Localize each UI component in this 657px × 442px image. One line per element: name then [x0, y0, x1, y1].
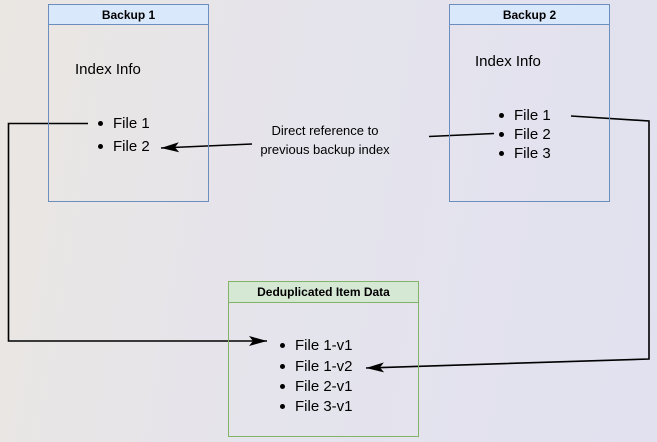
annotation-line-2: previous backup index: [260, 142, 390, 157]
bullet-icon: [280, 403, 285, 409]
backup2-file-1: File 1: [514, 106, 551, 124]
backup1-file-1: File 1: [113, 114, 150, 132]
backup1-box: Backup 1 Index Info File 1 File 2: [48, 4, 209, 202]
annotation-direct-reference: Direct reference to previous backup inde…: [240, 121, 410, 159]
dedup-title: Deduplicated Item Data: [229, 282, 418, 303]
bullet-icon: [499, 131, 504, 137]
dedup-file-3-v1: File 3-v1: [295, 397, 353, 415]
backup1-title: Backup 1: [49, 5, 208, 25]
list-item: File 2: [499, 124, 551, 144]
list-item: File 1: [499, 105, 551, 125]
backup2-file-3: File 3: [514, 144, 551, 162]
backup2-box: Backup 2 Index Info File 1 File 2 File 3: [449, 4, 610, 202]
backup2-title: Backup 2: [450, 5, 609, 25]
bullet-icon: [280, 363, 285, 369]
bullet-icon: [280, 342, 285, 348]
list-item: File 1-v1: [280, 335, 353, 355]
bullet-icon: [280, 383, 285, 389]
annotation-line-1: Direct reference to: [271, 123, 379, 138]
list-item: File 2-v1: [280, 376, 353, 396]
backup2-file-2: File 2: [514, 125, 551, 143]
dedup-file-1-v1: File 1-v1: [295, 336, 353, 354]
list-item: File 3-v1: [280, 396, 353, 416]
list-item: File 1: [98, 113, 150, 133]
list-item: File 3: [499, 143, 551, 163]
dedup-box: Deduplicated Item Data File 1-v1 File 1-…: [228, 281, 419, 437]
bullet-icon: [499, 150, 504, 156]
list-item: File 2: [98, 136, 150, 156]
dedup-file-2-v1: File 2-v1: [295, 377, 353, 395]
backup2-index-info-label: Index Info: [475, 53, 541, 70]
dedup-file-1-v2: File 1-v2: [295, 357, 353, 375]
backup1-file-2: File 2: [113, 137, 150, 155]
bullet-icon: [98, 120, 103, 126]
bullet-icon: [98, 143, 103, 149]
backup1-index-info-label: Index Info: [75, 61, 141, 78]
bullet-icon: [499, 112, 504, 118]
list-item: File 1-v2: [280, 356, 353, 376]
